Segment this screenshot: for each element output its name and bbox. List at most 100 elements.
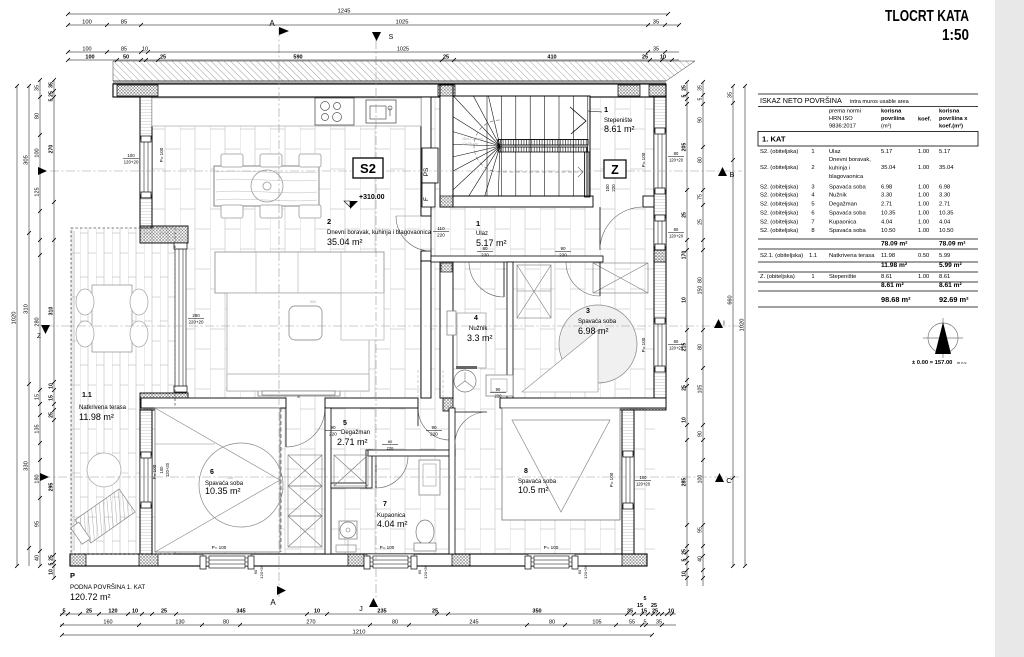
svg-text:9836:2017: 9836:2017: [829, 124, 856, 130]
svg-text:1: 1: [811, 274, 814, 280]
svg-text:590: 590: [293, 54, 302, 60]
svg-text:1:50: 1:50: [942, 27, 969, 44]
svg-text:90: 90: [496, 387, 501, 392]
svg-text:7: 7: [811, 219, 814, 225]
svg-text:1: 1: [476, 219, 480, 228]
svg-text:25: 25: [697, 219, 703, 225]
svg-text:Kupaonica: Kupaonica: [377, 513, 406, 519]
svg-text:25: 25: [161, 608, 167, 614]
svg-text:TLOCRT KATA: TLOCRT KATA: [885, 8, 969, 25]
svg-text:5: 5: [644, 596, 647, 602]
svg-text:295: 295: [48, 483, 54, 492]
svg-text:11.98: 11.98: [881, 253, 895, 259]
svg-text:90: 90: [330, 425, 336, 430]
svg-text:95: 95: [697, 527, 703, 533]
svg-text:Z: Z: [611, 163, 619, 177]
svg-text:11.98 m²: 11.98 m²: [881, 262, 908, 269]
svg-text:660: 660: [727, 295, 733, 304]
svg-text:Stepenište: Stepenište: [829, 274, 856, 280]
svg-text:Spavaća soba: Spavaća soba: [829, 211, 867, 217]
svg-text:160: 160: [103, 619, 112, 625]
svg-text:S2. (obiteljska): S2. (obiteljska): [760, 211, 798, 217]
svg-text:25: 25: [432, 608, 438, 614]
svg-text:3: 3: [811, 185, 814, 191]
svg-text:215: 215: [681, 343, 687, 352]
svg-text:10.5 m²: 10.5 m²: [518, 485, 549, 495]
svg-text:(m²): (m²): [881, 124, 892, 130]
svg-text:235: 235: [377, 608, 386, 614]
svg-text:PODNA POVRŠINA 1. KAT: PODNA POVRŠINA 1. KAT: [70, 584, 145, 591]
svg-text:245: 245: [469, 619, 478, 625]
svg-text:310: 310: [48, 307, 54, 316]
svg-text:P= 100: P= 100: [641, 152, 646, 167]
svg-text:F: F: [423, 197, 430, 201]
svg-text:80: 80: [34, 113, 40, 119]
svg-text:15: 15: [641, 608, 647, 614]
svg-text:3.3 m²: 3.3 m²: [467, 333, 493, 343]
svg-text:5: 5: [811, 202, 814, 208]
svg-text:35: 35: [627, 608, 633, 614]
svg-text:3.30: 3.30: [881, 193, 892, 199]
svg-text:100: 100: [159, 466, 164, 474]
svg-text:Stepenište: Stepenište: [604, 118, 633, 124]
svg-text:Degažman: Degažman: [829, 202, 857, 208]
svg-text:100: 100: [82, 19, 92, 25]
svg-text:7: 7: [383, 501, 387, 508]
svg-text:1.00: 1.00: [918, 274, 929, 280]
svg-text:Z. (obiteljska): Z. (obiteljska): [760, 274, 795, 280]
svg-text:25: 25: [48, 412, 54, 418]
svg-text:S2: S2: [360, 161, 376, 176]
svg-text:1025: 1025: [396, 19, 409, 25]
svg-text:180: 180: [34, 474, 40, 483]
svg-text:11.98 m²: 11.98 m²: [79, 412, 114, 422]
svg-text:5: 5: [62, 608, 65, 614]
svg-text:10: 10: [314, 608, 320, 614]
svg-text:35: 35: [34, 85, 40, 91]
svg-text:80: 80: [482, 246, 488, 251]
svg-text:60: 60: [577, 569, 582, 574]
svg-text:25: 25: [642, 54, 648, 60]
svg-text:J: J: [359, 606, 363, 613]
svg-text:8.61 m²: 8.61 m²: [939, 282, 963, 289]
svg-text:80: 80: [674, 339, 679, 344]
svg-text:10: 10: [132, 608, 138, 614]
svg-text:6: 6: [210, 469, 214, 476]
svg-text:kuhinja i: kuhinja i: [829, 166, 850, 172]
svg-text:35: 35: [656, 619, 662, 625]
svg-text:25: 25: [48, 91, 54, 97]
svg-text:10.35: 10.35: [939, 211, 954, 217]
svg-text:Natkrivena terasa: Natkrivena terasa: [79, 405, 127, 411]
svg-text:4.04: 4.04: [939, 219, 951, 225]
svg-text:100: 100: [85, 54, 94, 60]
svg-text:+310.00: +310.00: [359, 194, 385, 201]
svg-text:85: 85: [121, 19, 127, 25]
svg-text:8: 8: [811, 228, 814, 234]
svg-text:4: 4: [811, 193, 815, 199]
svg-text:95: 95: [34, 521, 40, 527]
svg-text:2.71: 2.71: [939, 202, 950, 208]
svg-text:80: 80: [549, 619, 555, 625]
svg-text:10: 10: [681, 297, 687, 303]
svg-text:280: 280: [34, 317, 40, 326]
svg-text:1245: 1245: [338, 8, 351, 14]
svg-text:5: 5: [681, 94, 687, 97]
svg-text:78.09 m²: 78.09 m²: [939, 241, 966, 248]
svg-text:P= 100: P= 100: [544, 545, 559, 550]
svg-text:8.61: 8.61: [881, 274, 892, 280]
svg-text:8: 8: [524, 468, 528, 475]
svg-text:170: 170: [681, 251, 687, 260]
svg-text:25: 25: [652, 608, 658, 614]
svg-text:Ulaz: Ulaz: [829, 149, 841, 155]
svg-text:100: 100: [640, 475, 648, 480]
svg-text:25: 25: [681, 85, 687, 91]
svg-text:C: C: [726, 476, 732, 485]
svg-text:35.04 m²: 35.04 m²: [327, 237, 363, 247]
svg-text:5: 5: [48, 98, 54, 101]
svg-text:40: 40: [697, 556, 703, 562]
svg-text:6: 6: [811, 211, 814, 217]
svg-text:B: B: [729, 170, 734, 179]
svg-text:25: 25: [48, 555, 54, 561]
svg-text:1.00: 1.00: [918, 219, 929, 225]
svg-text:Degažman: Degažman: [341, 430, 370, 436]
svg-text:120.72 m²: 120.72 m²: [70, 592, 111, 602]
